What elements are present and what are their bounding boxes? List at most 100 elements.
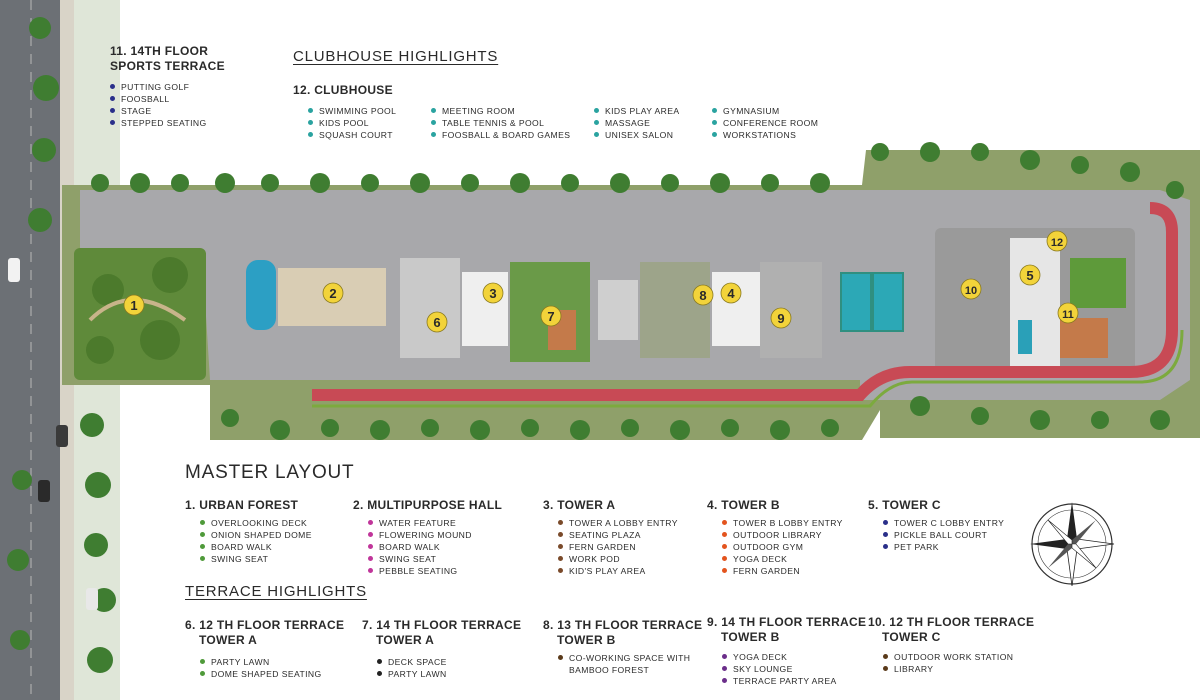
list-item: FOOSBALL & BOARD GAMES <box>431 129 570 141</box>
clubhouse-list-col2: MEETING ROOM TABLE TENNIS & POOL FOOSBAL… <box>431 105 570 141</box>
marker-11: 11 <box>1057 302 1079 324</box>
svg-text:2: 2 <box>329 286 336 301</box>
svg-text:5: 5 <box>1026 268 1033 283</box>
list-item: YOGA DECK <box>722 651 866 663</box>
list-item: PICKLE BALL COURT <box>883 529 1004 541</box>
marker-12: 12 <box>1046 230 1068 252</box>
list-item: FERN GARDEN <box>558 541 678 553</box>
sports-terrace-legend: 11. 14TH FLOOR SPORTS TERRACE PUTTING GO… <box>110 44 260 129</box>
list-item: SEATING PLAZA <box>558 529 678 541</box>
list-item: TOWER A LOBBY ENTRY <box>558 517 678 529</box>
svg-text:1: 1 <box>130 298 137 313</box>
bullet-icon <box>558 556 563 561</box>
list-item: PUTTING GOLF <box>110 81 260 93</box>
list-item: PARTY LAWN <box>200 656 344 668</box>
section-title: 2. MULTIPURPOSE HALL <box>353 498 503 512</box>
bullet-icon <box>558 568 563 573</box>
svg-text:11: 11 <box>1062 309 1074 321</box>
svg-text:7: 7 <box>547 309 554 324</box>
list-item: PARTY LAWN <box>377 668 521 680</box>
bullet-icon <box>722 666 727 671</box>
bullet-icon <box>558 544 563 549</box>
bullet-icon <box>368 520 373 525</box>
marker-5: 5 <box>1019 264 1041 286</box>
compass-icon <box>1030 502 1115 587</box>
marker-4: 4 <box>720 282 742 304</box>
svg-text:3: 3 <box>489 286 496 301</box>
bullet-icon <box>431 120 436 125</box>
bullet-icon <box>722 678 727 683</box>
section-title: 1. URBAN FOREST <box>185 498 299 512</box>
list-item: BAMBOO FOREST <box>569 665 650 675</box>
bullet-icon <box>594 108 599 113</box>
svg-text:12: 12 <box>1051 237 1063 249</box>
list-item: TOWER C LOBBY ENTRY <box>883 517 1004 529</box>
list-item: STEPPED SEATING <box>110 117 260 129</box>
bullet-icon <box>722 568 727 573</box>
terrace-highlights-heading: TERRACE HIGHLIGHTS <box>185 583 367 600</box>
marker-2: 2 <box>322 282 344 304</box>
list-item: BOARD WALK <box>200 541 312 553</box>
legend-tower-c: 5. TOWER C TOWER C LOBBY ENTRY PICKLE BA… <box>868 498 1004 553</box>
list-item: PET PARK <box>883 541 1004 553</box>
bullet-icon <box>712 108 717 113</box>
list-item: GYMNASIUM <box>712 105 818 117</box>
site-ground <box>62 142 1200 440</box>
svg-text:10: 10 <box>965 285 977 297</box>
marker-7: 7 <box>540 305 562 327</box>
bullet-icon <box>722 654 727 659</box>
list-item: BOARD WALK <box>368 541 502 553</box>
bullet-icon <box>200 659 205 664</box>
list-item: WORK POD <box>558 553 678 565</box>
section-title: 4. TOWER B <box>707 498 780 512</box>
bullet-icon <box>368 544 373 549</box>
bullet-icon <box>594 120 599 125</box>
clubhouse-highlights-heading: CLUBHOUSE HIGHLIGHTS <box>293 48 499 65</box>
bullet-icon <box>883 520 888 525</box>
bullet-icon <box>110 108 115 113</box>
bullet-icon <box>594 132 599 137</box>
legend-tower-b: 4. TOWER B TOWER B LOBBY ENTRY OUTDOOR L… <box>707 498 843 577</box>
marker-3: 3 <box>482 282 504 304</box>
list-item: OUTDOOR GYM <box>722 541 843 553</box>
list-item: PEBBLE SEATING <box>368 565 502 577</box>
list-item: SWING SEAT <box>200 553 312 565</box>
list-item: ONION SHAPED DOME <box>200 529 312 541</box>
bullet-icon <box>200 556 205 561</box>
list-item: KID'S PLAY AREA <box>558 565 678 577</box>
list-item: WATER FEATURE <box>368 517 502 529</box>
bullet-icon <box>722 556 727 561</box>
list-item: FOOSBALL <box>110 93 260 105</box>
bullet-icon <box>883 654 888 659</box>
list-item: YOGA DECK <box>722 553 843 565</box>
clubhouse-list-col1: SWIMMING POOL KIDS POOL SQUASH COURT <box>308 105 396 141</box>
list-item: SWING SEAT <box>368 553 502 565</box>
bullet-icon <box>558 532 563 537</box>
list-item: KIDS POOL <box>308 117 396 129</box>
list-item: CO-WORKING SPACE WITH <box>558 652 702 664</box>
list-item: TABLE TENNIS & POOL <box>431 117 570 129</box>
list-item: OVERLOOKING DECK <box>200 517 312 529</box>
bullet-icon <box>200 671 205 676</box>
bullet-icon <box>200 544 205 549</box>
map-markers: 1 2 3 4 5 6 7 8 9 10 11 12 <box>123 230 1079 333</box>
list-item: MEETING ROOM <box>431 105 570 117</box>
legend-tower-a: 3. TOWER A TOWER A LOBBY ENTRY SEATING P… <box>543 498 678 577</box>
bullet-icon <box>110 84 115 89</box>
bullet-icon <box>712 120 717 125</box>
bullet-icon <box>110 120 115 125</box>
clubhouse-title: 12. CLUBHOUSE <box>293 83 393 97</box>
bullet-icon <box>308 108 313 113</box>
sports-terrace-list: PUTTING GOLF FOOSBALL STAGE STEPPED SEAT… <box>110 81 260 129</box>
bullet-icon <box>377 659 382 664</box>
